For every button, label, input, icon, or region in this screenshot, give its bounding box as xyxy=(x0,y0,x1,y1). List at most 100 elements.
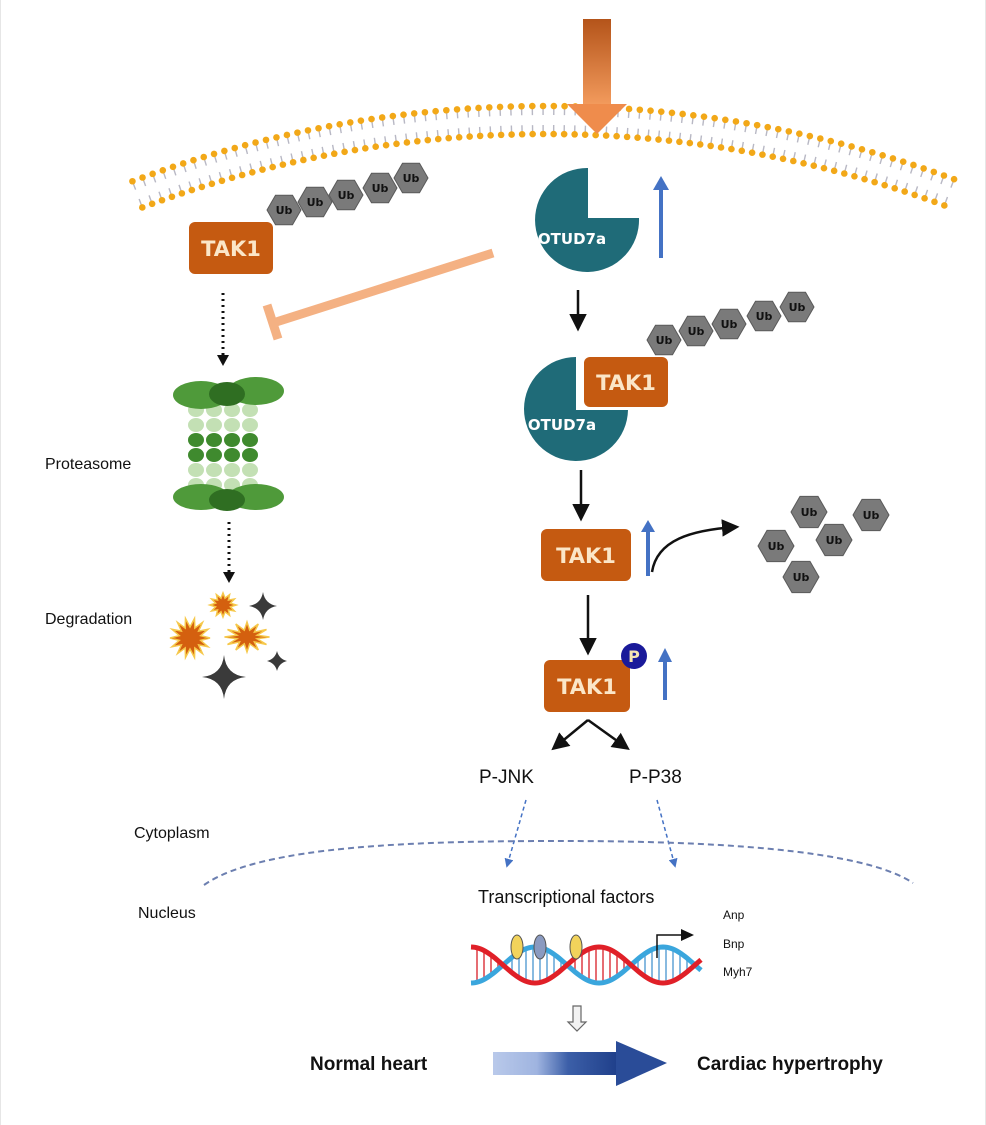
ubiquitin-icon: Ub xyxy=(757,529,795,563)
lipid-head xyxy=(748,149,756,156)
lipid-head xyxy=(764,123,772,131)
complex-otud7a-label: OTUD7a xyxy=(528,416,596,434)
lipid-head xyxy=(830,167,838,175)
lipid-head xyxy=(279,161,287,168)
pp38-label: P-P38 xyxy=(629,767,682,788)
pjnk-label: P-JNK xyxy=(479,767,534,788)
lipid-head xyxy=(529,102,536,110)
proteasome-subunit xyxy=(188,463,204,477)
dashed-arrow-pp38-to-nucleus xyxy=(656,799,678,868)
tak1-ubiquitinated: TAK1 xyxy=(189,222,273,274)
lipid-head xyxy=(330,150,338,158)
otud7a-enzyme: OTUD7a xyxy=(535,167,640,272)
lipid-head xyxy=(851,172,858,180)
ubiquitin-icon: Ub xyxy=(678,315,714,347)
lipid-head xyxy=(410,110,418,117)
lipid-head xyxy=(561,102,568,110)
fragment-burst xyxy=(207,590,239,620)
lipid-head xyxy=(259,166,266,173)
lipid-head xyxy=(129,177,136,185)
ubiquitin-icon: Ub xyxy=(646,324,682,356)
otud7a-tak1-complex: OTUD7a TAK1 xyxy=(524,357,668,462)
complex-tak1-box xyxy=(584,357,668,407)
ubiquitin-label: Ub xyxy=(656,334,673,347)
lipid-head xyxy=(362,145,369,152)
tak1-label: TAK1 xyxy=(201,237,261,261)
lipid-head xyxy=(497,131,505,139)
proteasome-subunit xyxy=(206,418,222,432)
lipid-head xyxy=(421,108,429,116)
lipid-head xyxy=(188,186,196,194)
complex-tak1-label: TAK1 xyxy=(596,371,656,395)
lipid-head xyxy=(300,156,307,164)
lipid-head xyxy=(336,120,343,128)
arrow-to-pjnk xyxy=(551,719,589,751)
lipid-head xyxy=(231,144,239,152)
ubiquitin-label: Ub xyxy=(338,189,355,202)
lipid-head xyxy=(200,153,208,161)
lipid-head xyxy=(581,131,589,138)
lipid-head xyxy=(785,128,793,135)
lipid-head xyxy=(210,150,218,158)
lipid-head xyxy=(320,152,328,160)
lipid-head xyxy=(190,156,197,164)
lipid-head xyxy=(841,170,848,177)
lipid-head xyxy=(208,180,216,188)
lipid-head xyxy=(891,185,898,192)
lipid-head xyxy=(389,112,397,120)
lipid-head xyxy=(539,102,547,110)
ubiquitin-icon: Ub xyxy=(815,523,853,557)
ubiquitin-icon: Ub xyxy=(746,300,782,332)
lipid-head xyxy=(613,132,620,140)
lipid-head xyxy=(871,178,878,186)
lipid-head xyxy=(623,133,631,141)
lipid-head xyxy=(700,113,708,120)
normal-heart-label: Normal heart xyxy=(310,1054,428,1075)
fragment-sparkle xyxy=(267,651,287,671)
lipid-head xyxy=(837,140,845,148)
lipid-head xyxy=(779,155,787,163)
lipid-head xyxy=(169,163,177,171)
lipid-head xyxy=(159,167,167,174)
lipid-head xyxy=(899,158,907,165)
lipid-head xyxy=(679,110,686,118)
ubiquitin-icon: Ub xyxy=(297,186,333,218)
lipid-head xyxy=(149,170,156,178)
ubiquitin-label: Ub xyxy=(768,540,785,553)
lipid-head xyxy=(647,107,654,114)
lipid-head xyxy=(464,105,472,112)
gene-anp: Anp xyxy=(723,908,745,922)
lipid-head xyxy=(800,160,807,167)
lipid-head xyxy=(304,127,312,134)
transcription-factor-1 xyxy=(510,934,524,960)
lipid-head xyxy=(722,116,729,124)
promoter-arrow-head xyxy=(681,929,694,941)
lipid-head xyxy=(820,164,828,172)
lipid-head xyxy=(221,147,228,155)
cardiac-hypertrophy-label: Cardiac hypertrophy xyxy=(697,1054,883,1075)
ubiquitin-label: Ub xyxy=(863,509,880,522)
proteasome-subunit xyxy=(188,448,204,462)
dna-strand-blue xyxy=(470,944,703,986)
complex-otud7a-shape xyxy=(524,357,628,462)
lipid-head xyxy=(571,131,578,138)
hollow-down-arrow xyxy=(566,1005,588,1032)
lipid-head xyxy=(889,155,897,162)
transcription-factor-2 xyxy=(533,934,547,960)
lipid-head xyxy=(393,140,400,148)
proteasome-subunit xyxy=(242,418,258,432)
proteasome-subunit xyxy=(224,433,240,447)
free-tak1-box xyxy=(541,529,631,581)
dna-strand-red xyxy=(470,944,703,986)
lipid-head xyxy=(806,132,814,140)
degradation-label: Degradation xyxy=(45,611,132,628)
lipid-head xyxy=(634,134,641,141)
ubiquitin-label: Ub xyxy=(688,325,705,338)
lipid-head xyxy=(769,153,777,160)
lipid-head xyxy=(743,119,750,127)
proteasome-subunit xyxy=(242,433,258,447)
